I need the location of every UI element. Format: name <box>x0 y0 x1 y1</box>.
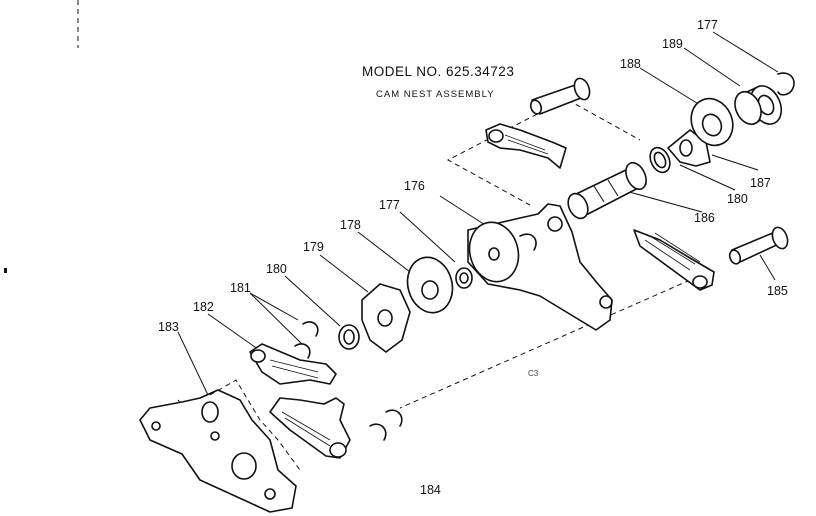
lever-lower <box>269 397 351 459</box>
callout-179: 179 <box>303 240 324 254</box>
cam-188 <box>690 97 734 147</box>
lever-right-lower <box>633 229 715 291</box>
washer-180-left <box>338 324 360 350</box>
shaft-186 <box>567 161 647 220</box>
scan-speck <box>4 268 7 273</box>
clip-177-mid <box>455 267 473 289</box>
clips-lower <box>369 409 403 441</box>
pin-185 <box>728 226 789 265</box>
sheet-stamp: C3 <box>528 369 539 378</box>
callout-176: 176 <box>404 179 425 193</box>
clip-177-top <box>777 72 795 96</box>
cam-189 <box>734 85 783 126</box>
pin-top <box>529 77 591 115</box>
clips-181 <box>294 321 319 359</box>
lever-182 <box>249 343 337 385</box>
base-plate <box>139 379 301 513</box>
lever-top <box>485 123 567 169</box>
callout-187: 187 <box>750 176 771 190</box>
cam-179 <box>361 283 411 353</box>
leader-lines <box>177 31 779 396</box>
callout-177-mid: 177 <box>379 198 400 212</box>
clip-176 <box>519 233 537 251</box>
callout-184: 184 <box>420 483 441 497</box>
callout-182: 182 <box>193 300 214 314</box>
callout-180-right: 180 <box>727 192 748 206</box>
callout-188: 188 <box>620 57 641 71</box>
callout-181: 181 <box>230 281 251 295</box>
callout-189: 189 <box>662 37 683 51</box>
washer-180-right <box>649 146 671 174</box>
callout-185: 185 <box>767 284 788 298</box>
cam-176 <box>468 221 520 283</box>
callout-180-left: 180 <box>266 262 287 276</box>
callout-178: 178 <box>340 218 361 232</box>
callout-183: 183 <box>158 320 179 334</box>
callout-177-top: 177 <box>697 18 718 32</box>
callout-186: 186 <box>694 211 715 225</box>
model-number-title: MODEL NO. 625.34723 <box>362 64 515 79</box>
cam-178 <box>406 256 454 314</box>
assembly-subtitle: CAM NEST ASSEMBLY <box>376 89 495 100</box>
